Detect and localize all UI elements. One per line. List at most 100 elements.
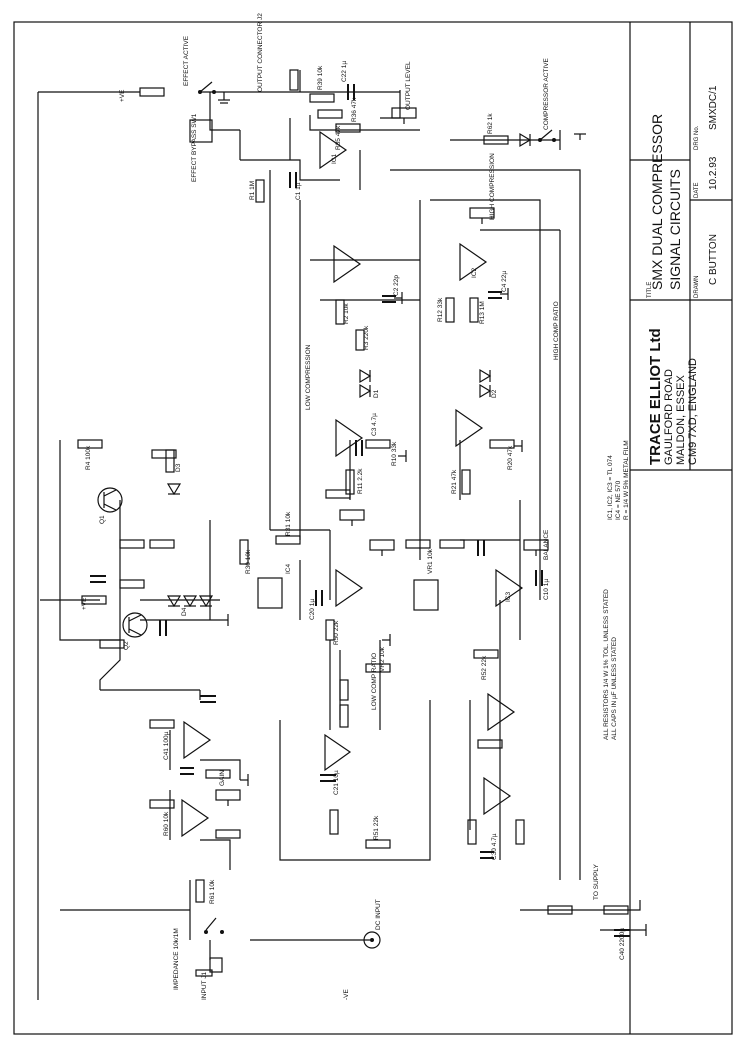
d1-label: D1 xyxy=(373,389,380,398)
op-amp-high-vca xyxy=(495,568,524,608)
r12-label: R12 33k xyxy=(437,297,444,322)
q2-label: Q2 xyxy=(123,641,130,650)
effect-active-label: EFFECT ACTIVE xyxy=(183,35,190,86)
transistor-q2 xyxy=(122,612,148,638)
op-amp-low-ratio xyxy=(324,733,352,772)
ic1-label: IC1 xyxy=(331,154,338,165)
resistor xyxy=(547,905,573,915)
note-5: ALL CAPS IN µF UNLESS STATED xyxy=(611,637,618,740)
drawing-number: SMXDC/1 xyxy=(708,85,719,130)
gain-label: GAIN xyxy=(219,770,226,786)
r10-label: R10 33k xyxy=(391,441,398,466)
to-supply-label: TO SUPPLY xyxy=(593,863,600,900)
led-compressor-active xyxy=(519,132,532,148)
resistor xyxy=(149,799,175,809)
r61-label: R61 10k xyxy=(209,879,216,904)
high-compression-label: HIGH COMPRESSION xyxy=(489,153,496,220)
op-amp-output xyxy=(319,130,348,170)
c1-label: C1 1µ xyxy=(295,182,302,200)
vca-chip-1 xyxy=(257,577,283,609)
resistor xyxy=(603,905,629,915)
op-amp-input-buffer xyxy=(183,720,212,760)
c2-label: C2 22p xyxy=(393,275,400,296)
address-line-1: GAULFORD ROAD xyxy=(663,369,675,465)
resistor xyxy=(339,679,349,701)
notes: IC1, IC2, IC3 = TL 074 IC4 = NE 570 R = … xyxy=(603,440,630,740)
resistor xyxy=(325,489,351,499)
resistor xyxy=(77,439,103,449)
c21-label: C21 10µ xyxy=(333,770,340,795)
r30-label: R30 10k xyxy=(245,549,252,574)
impedance-label: IMPEDANCE 10k/1M xyxy=(173,928,180,990)
resistor xyxy=(151,449,177,459)
q1-label: Q1 xyxy=(99,515,106,524)
drawn-by: C BUTTON xyxy=(708,234,719,285)
vca-chip-2 xyxy=(413,579,439,611)
r60-label: R60 10k xyxy=(163,811,170,836)
low-compression-label: LOW COMPRESSION xyxy=(305,344,312,410)
resistor xyxy=(149,719,175,729)
resistor xyxy=(365,839,391,849)
c22-label: C22 1µ xyxy=(341,61,348,82)
resistor xyxy=(329,809,339,835)
op-amp-low-comp xyxy=(333,244,362,284)
resistor xyxy=(215,829,241,839)
r36-label: R36 47k xyxy=(351,97,358,122)
op-amp-high-rect xyxy=(455,408,484,448)
op-amp-low-vca xyxy=(335,568,364,608)
vr1-label: VR1 10k xyxy=(427,548,434,574)
transistors xyxy=(97,487,148,638)
r13-label: R13 1M xyxy=(479,301,486,324)
r50-label: R50 22k xyxy=(333,620,340,645)
d2-label: D2 xyxy=(491,389,498,398)
resistor xyxy=(515,819,525,845)
r21-label: R21 47k xyxy=(451,469,458,494)
resistor xyxy=(149,539,175,549)
op-amp-low-rect xyxy=(335,418,364,458)
resistor xyxy=(335,123,361,133)
r2-label: R2 10k xyxy=(343,303,350,324)
ve-minus-label: -VE xyxy=(343,989,350,1001)
resistor xyxy=(489,439,515,449)
op-amp-mix xyxy=(483,776,512,816)
resistor xyxy=(289,69,299,91)
resistor xyxy=(119,539,145,549)
r52-label: R52 22k xyxy=(481,655,488,680)
resistor xyxy=(317,109,343,119)
input-label: INPUT J1 xyxy=(201,972,208,1000)
drawing-title: SMX DUAL COMPRESSOR xyxy=(649,114,665,290)
d3-label: D3 xyxy=(175,463,182,472)
potentiometers xyxy=(165,107,549,806)
op-amp-high-comp xyxy=(459,242,488,282)
r3-label: R3 220k xyxy=(363,325,370,350)
c30-label: C30 4.7µ xyxy=(491,833,498,860)
resistors xyxy=(77,69,629,915)
resistor xyxy=(461,469,471,495)
ic4-label: IC4 xyxy=(285,564,292,575)
date-label: DATE xyxy=(694,182,700,198)
ic2-label: IC2 xyxy=(471,268,478,279)
sheet-border xyxy=(13,21,733,1035)
resistor xyxy=(119,579,145,589)
c40-label: C40 2200µ xyxy=(619,928,626,960)
resistor xyxy=(99,639,125,649)
resistor xyxy=(205,769,231,779)
effect-switch-label: EFFECT BYPASS SW1 xyxy=(191,113,198,182)
company-name: TRACE ELLIOT Ltd xyxy=(647,328,664,465)
resistor xyxy=(467,819,477,845)
r51-label: R51 22k xyxy=(373,815,380,840)
note-3: R = 1/4 W 5% METAL FILM xyxy=(623,440,630,520)
dc-jack xyxy=(363,931,381,949)
ve-plus-label: +VE xyxy=(119,89,126,102)
drawing-date: 10.2.93 xyxy=(708,156,719,190)
vr2-label: VR2 10k xyxy=(379,646,386,672)
resistor xyxy=(405,539,431,549)
output-connector-label: OUTPUT CONNECTOR J2 xyxy=(257,13,264,92)
resistor xyxy=(255,179,265,203)
input-jack xyxy=(209,957,223,973)
r35-label: R35 47k xyxy=(335,125,342,150)
drawing-subtitle: SIGNAL CIRCUITS xyxy=(667,169,683,290)
d4-label: D4 xyxy=(181,607,188,616)
resistor xyxy=(139,87,165,97)
resistor xyxy=(309,93,335,103)
